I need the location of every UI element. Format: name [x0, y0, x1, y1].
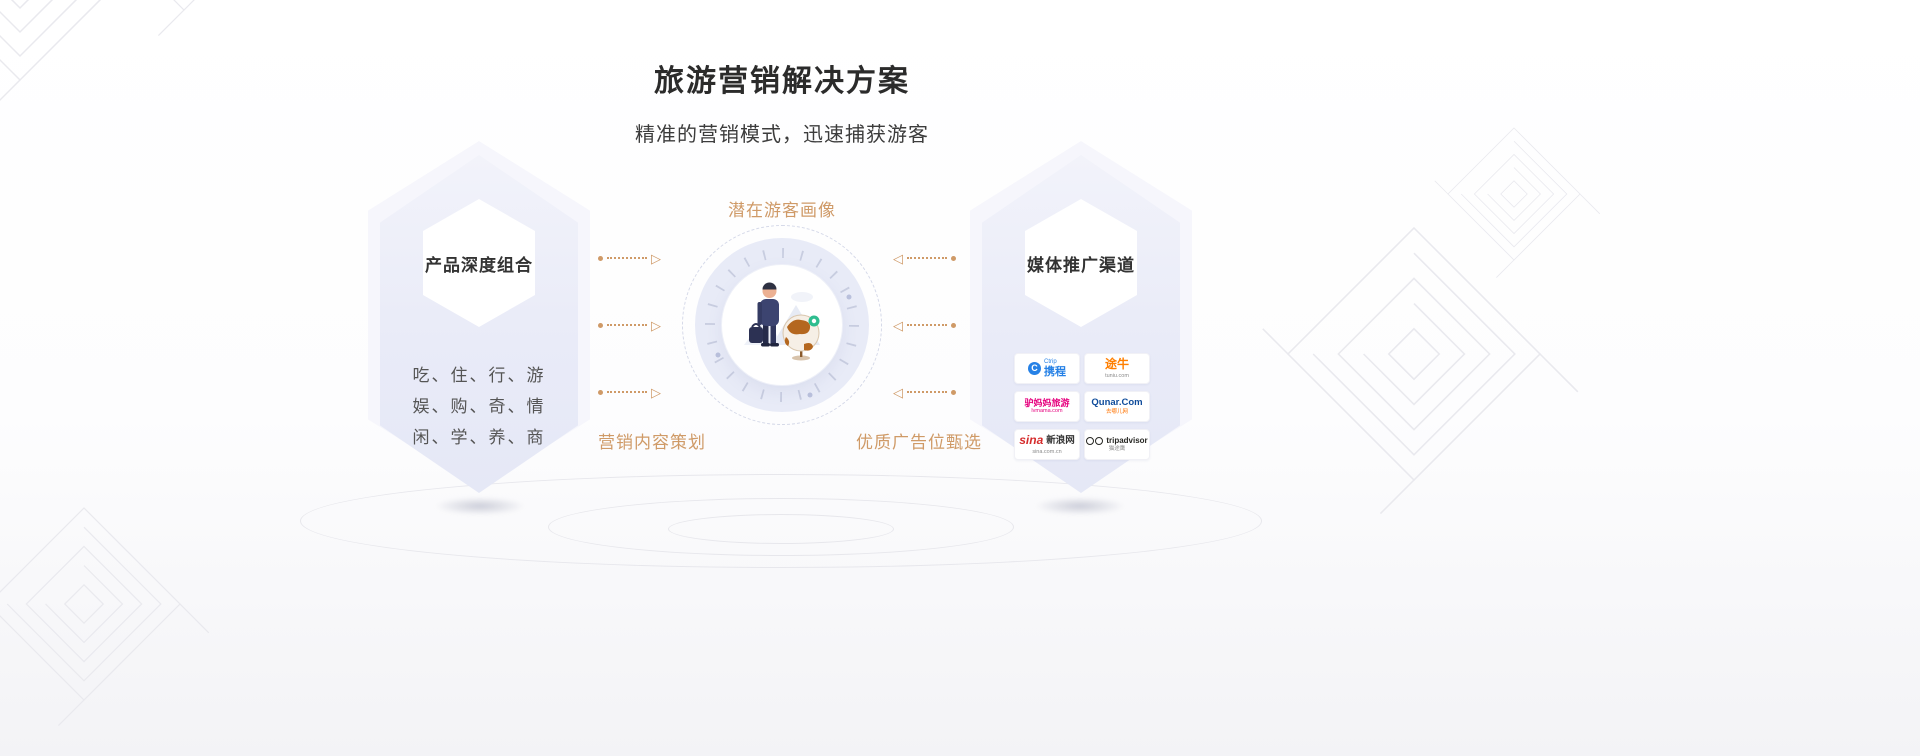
connector-dotted-line — [907, 324, 947, 326]
connector-left-top: ▷ — [598, 250, 661, 266]
connector-dot-icon — [598, 255, 603, 261]
connector-dotted-line — [607, 324, 647, 326]
qunar-wordmark: Qunar.Com — [1091, 397, 1143, 409]
connector-dot-icon — [598, 389, 603, 395]
header: 旅游营销解决方案 精准的营销模式，迅速捕获游客 — [0, 0, 1564, 147]
triangle-right-icon: ▷ — [651, 317, 661, 333]
page-title: 旅游营销解决方案 — [654, 65, 910, 98]
ctrip-sub: Ctrip — [1044, 359, 1057, 366]
connector-dotted-line — [607, 257, 647, 259]
ground-ellipse-outer — [300, 474, 1262, 568]
left-card-line: 娱、购、奇、情 — [412, 397, 546, 416]
left-card-line: 吃、住、行、游 — [412, 366, 546, 385]
traveler-globe-illustration — [744, 282, 820, 361]
connector-dot-icon — [951, 322, 956, 328]
left-card-title: 产品深度组合 — [425, 255, 533, 275]
traveler-figure — [749, 282, 779, 347]
connector-dot-icon — [951, 389, 956, 395]
connector-dotted-line — [607, 391, 647, 393]
circuit-pattern-bottom-left — [0, 507, 210, 727]
sina-sub: sina.com.cn — [1032, 448, 1062, 455]
sina-cn-wordmark: 新浪网 — [1046, 434, 1075, 446]
location-pin-icon — [808, 315, 820, 327]
logo-tripadvisor: tripadvisor 猫途鹰 — [1084, 429, 1150, 460]
logo-ctrip: C Ctrip 携程 — [1014, 353, 1080, 384]
connector-left-middle: ▷ — [598, 317, 661, 333]
tuniu-wordmark: 途牛 — [1104, 357, 1129, 372]
connector-dot-icon — [598, 322, 603, 328]
logo-sina: sina 新浪网 sina.com.cn — [1014, 429, 1080, 460]
tripadvisor-sub: 猫途鹰 — [1108, 446, 1126, 453]
tripadvisor-owl-icon — [1086, 436, 1104, 445]
right-card-shadow — [1034, 497, 1126, 515]
logo-lvmama: 驴妈妈旅游 lvmama.com — [1014, 391, 1080, 422]
circuit-pattern-right-2 — [1434, 127, 1601, 279]
cloud-shape — [791, 292, 813, 302]
triangle-right-icon: ▷ — [651, 250, 661, 266]
dial-dashed-ring — [682, 225, 882, 425]
tripadvisor-wordmark: tripadvisor — [1106, 435, 1148, 445]
left-card-lines: 吃、住、行、游 娱、购、奇、情 闲、学、养、商 — [380, 360, 578, 453]
connector-dotted-line — [907, 257, 947, 259]
connector-dotted-line — [907, 391, 947, 393]
tuniu-sub: tuniu.com — [1105, 372, 1129, 379]
label-potential-tourist-profile: 潜在游客画像 — [728, 201, 836, 220]
left-card-line: 闲、学、养、商 — [412, 428, 546, 447]
label-marketing-content-planning: 营销内容策划 — [598, 433, 706, 452]
media-logo-grid: C Ctrip 携程 途牛 tuniu.com 驴妈妈旅游 lvmama.com… — [1014, 353, 1150, 460]
lvmama-wordmark: 驴妈妈旅游 — [1024, 397, 1070, 408]
label-quality-ad-selection: 优质广告位甄选 — [856, 433, 982, 452]
ground-ellipse-middle — [548, 498, 1014, 556]
triangle-left-icon: ◁ — [893, 250, 903, 266]
ctrip-dolphin-icon: C — [1028, 362, 1041, 375]
right-card-title: 媒体推广渠道 — [1027, 255, 1135, 275]
ctrip-wordmark: 携程 — [1044, 365, 1066, 378]
triangle-left-icon: ◁ — [893, 317, 903, 333]
right-card: 媒体推广渠道 C Ctrip 携程 途牛 tuniu.com 驴妈妈旅游 lvm… — [970, 141, 1192, 493]
left-card: 产品深度组合 吃、住、行、游 娱、购、奇、情 闲、学、养、商 — [368, 141, 590, 493]
logo-tuniu: 途牛 tuniu.com — [1084, 353, 1150, 384]
connector-right-middle: ◁ — [893, 317, 956, 333]
center-dial — [682, 225, 882, 425]
qunar-sub: 去哪儿网 — [1105, 408, 1128, 415]
ground-ellipse-inner — [668, 514, 894, 544]
connector-right-top: ◁ — [893, 250, 956, 266]
page-subtitle: 精准的营销模式，迅速捕获游客 — [635, 124, 929, 146]
logo-qunar: Qunar.Com 去哪儿网 — [1084, 391, 1150, 422]
triangle-right-icon: ▷ — [651, 384, 661, 400]
sina-wordmark: sina — [1019, 433, 1044, 448]
triangle-left-icon: ◁ — [893, 384, 903, 400]
connector-dot-icon — [951, 255, 956, 261]
connector-left-bottom: ▷ — [598, 384, 661, 400]
lvmama-sub: lvmama.com — [1031, 408, 1063, 415]
connector-right-bottom: ◁ — [893, 384, 956, 400]
dial-inner-disc — [722, 265, 842, 385]
dial-tick-marks — [705, 248, 859, 402]
left-card-shadow — [434, 497, 526, 515]
circuit-pattern-right — [1262, 227, 1579, 515]
